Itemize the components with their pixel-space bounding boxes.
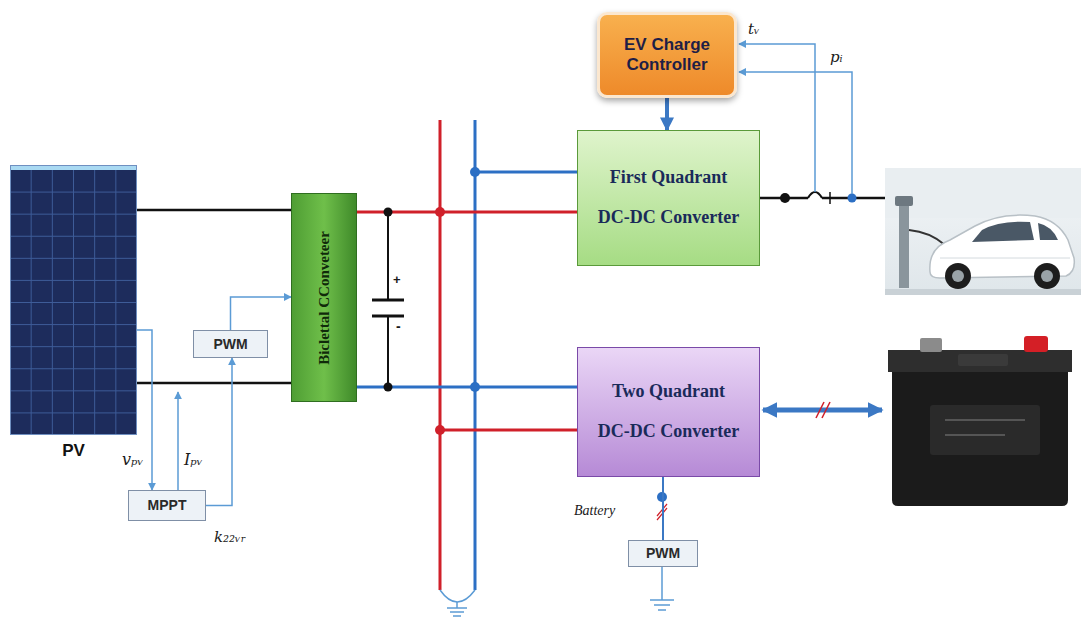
connector [137, 209, 291, 212]
signal-name: vₚᵥ [122, 450, 143, 469]
box-label: DC-DC Converter [593, 421, 744, 443]
signal-name: tᵥ [748, 20, 760, 38]
converter-box: First QuadrantDC-DC Converter [577, 130, 760, 266]
battery-picture [888, 336, 1072, 506]
negative-bus [474, 120, 477, 590]
signal-name: Iₚᵥ [184, 450, 203, 469]
current-sense-line [177, 392, 179, 490]
power-flow-arrow [763, 408, 882, 413]
controller-box: EV Charge Controller [597, 12, 737, 98]
signal-name: pᵢ [830, 48, 843, 66]
box-label: Two Quadrant [607, 381, 730, 403]
connector [665, 98, 669, 130]
connector [137, 382, 291, 385]
ev-output-wire [760, 192, 895, 204]
box-label: MPPT [143, 497, 192, 514]
pwm-box: PWM [193, 330, 268, 358]
bus-return [440, 590, 475, 602]
positive-wire [440, 429, 577, 432]
box-label: PWM [208, 336, 252, 353]
capacitor-symbol [372, 212, 404, 387]
signal-name: Battery [574, 503, 615, 519]
connector [662, 477, 664, 540]
pwm-box: PWM [628, 540, 698, 567]
box-label: First Quadrant [605, 167, 733, 189]
box-label: Biclettal CConveteer [316, 231, 333, 365]
ground-symbol [650, 567, 674, 610]
ground-symbol [447, 602, 467, 616]
polarity-sign: - [396, 318, 401, 334]
negative-wire [475, 171, 577, 174]
converter-box: Two QuadrantDC-DC Converter [577, 347, 760, 477]
connector [231, 297, 292, 330]
box-label: EV Charge Controller [600, 35, 734, 76]
polarity-sign: + [393, 272, 401, 287]
bus-slash [816, 402, 830, 418]
connector [206, 358, 232, 506]
converter-box: Biclettal CConveteer [291, 193, 357, 402]
signal-name: k₂₂ᵥᵣ [214, 528, 246, 546]
solar-panel-picture [10, 165, 137, 435]
box-label: PV [10, 441, 137, 461]
mppt-box: MPPT [128, 490, 206, 521]
box-label: PWM [641, 545, 685, 562]
box-label: DC-DC Converter [593, 207, 744, 229]
pv-panel: PV [10, 165, 137, 435]
positive-bus [439, 120, 442, 590]
electric-car-picture [885, 168, 1081, 295]
